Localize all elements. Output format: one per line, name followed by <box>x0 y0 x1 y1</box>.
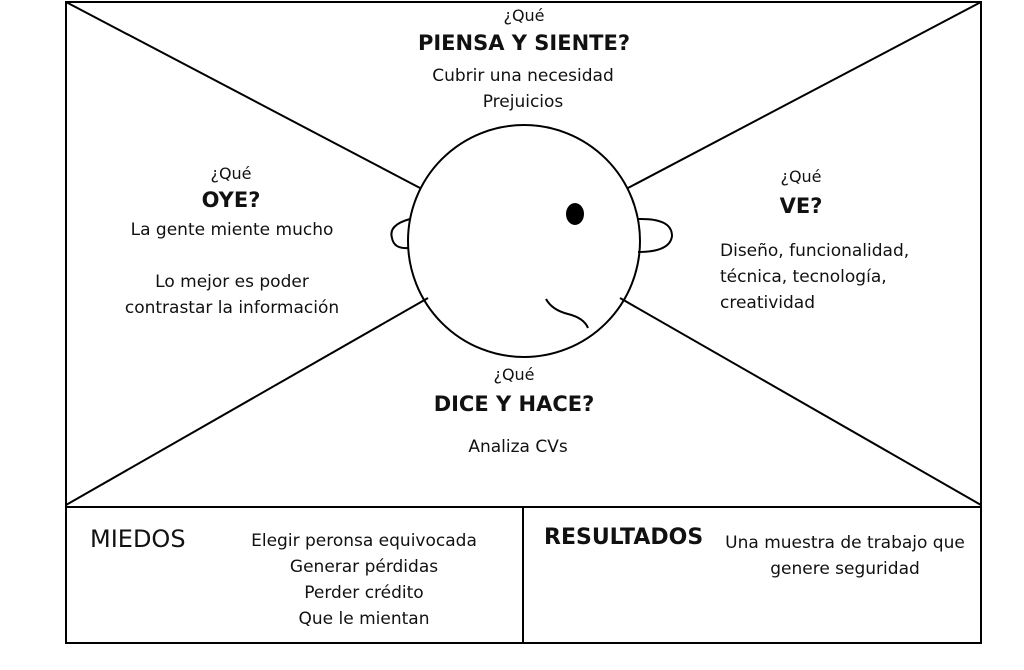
dice-question: ¿Qué <box>493 365 535 384</box>
oye-line: contrastar la información <box>124 298 340 318</box>
head-circle <box>407 124 641 358</box>
oye-text: La gente miente mucho Lo mejor es poder … <box>82 217 382 321</box>
oye-line: La gente miente mucho <box>130 220 334 240</box>
ve-question: ¿Qué <box>780 167 822 186</box>
piensa-line: Cubrir una necesidad <box>432 66 614 86</box>
ve-line: técnica, tecnología, <box>720 267 887 287</box>
ve-line: Diseño, funcionalidad, <box>720 241 910 261</box>
miedos-line: Generar pérdidas <box>289 557 439 577</box>
right-ear <box>637 217 674 253</box>
piensa-text: Cubrir una necesidad Prejuicios <box>373 63 673 115</box>
miedos-heading: MIEDOS <box>90 525 186 553</box>
miedos-line: Perder crédito <box>304 583 424 603</box>
piensa-question: ¿Qué <box>503 6 545 25</box>
oye-question: ¿Qué <box>210 164 252 183</box>
miedos-line: Elegir peronsa equivocada <box>251 531 477 551</box>
diagonal-bottom-right <box>619 297 982 506</box>
oye-heading: OYE? <box>201 188 261 212</box>
resultados-line: Una muestra de trabajo que <box>725 533 965 553</box>
ve-text: Diseño, funcionalidad, técnica, tecnolog… <box>720 238 980 316</box>
diagonal-top-left <box>65 1 421 189</box>
piensa-line: Prejuicios <box>482 92 564 112</box>
oye-line <box>82 243 382 269</box>
resultados-line: genere seguridad <box>770 559 920 579</box>
dice-text: Analiza CVs <box>418 434 618 460</box>
oye-line: Lo mejor es poder <box>155 272 309 292</box>
left-ear <box>390 218 411 250</box>
mouth <box>545 298 589 329</box>
miedos-text: Elegir peronsa equivocada Generar pérdid… <box>229 528 499 632</box>
resultados-heading: RESULTADOS <box>544 525 704 550</box>
dice-heading: DICE Y HACE? <box>433 392 595 416</box>
eye <box>566 203 584 225</box>
diagonal-top-right <box>627 1 982 189</box>
piensa-heading: PIENSA Y SIENTE? <box>417 31 631 55</box>
diagonal-bottom-left <box>65 297 429 506</box>
resultados-text: Una muestra de trabajo que genere seguri… <box>709 530 981 582</box>
dice-line: Analiza CVs <box>468 437 568 457</box>
ve-heading: VE? <box>779 194 823 218</box>
miedos-line: Que le mientan <box>298 609 430 629</box>
ve-line: creatividad <box>720 293 816 313</box>
